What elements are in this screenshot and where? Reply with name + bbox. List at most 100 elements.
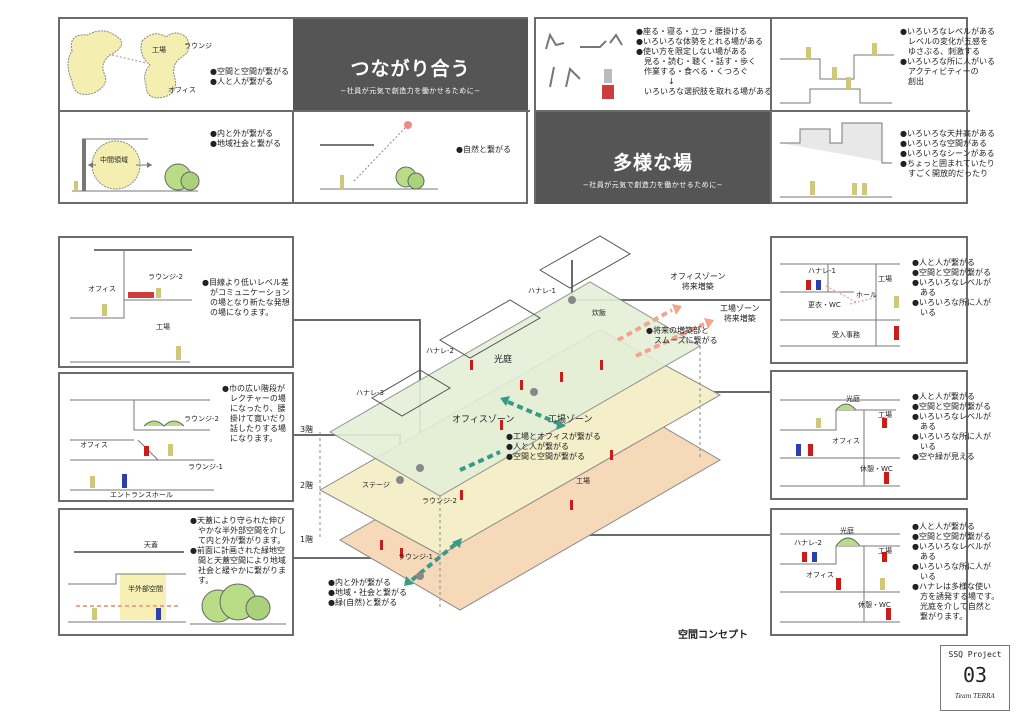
point: 間と天蓋空間により地域 — [190, 556, 286, 565]
note-line: 将来増築 — [723, 314, 756, 323]
note-line: 工場ゾーン — [720, 304, 760, 313]
point: ●空間と空間が繋がる — [912, 532, 991, 541]
axo-label-lounge2: ラウンジ-2 — [422, 497, 457, 505]
point: ●ちょっと囲まれていたり — [900, 159, 995, 168]
point: ●空間と空間が繋がる — [912, 402, 991, 411]
connect-arrowhead — [452, 538, 462, 548]
section-label: 工場 — [878, 547, 892, 555]
note-line: オフィスゾーン — [670, 272, 726, 281]
person — [400, 548, 403, 558]
point: ●いろいろなシーンがある — [900, 149, 995, 158]
team-name: Team TERRA — [954, 693, 995, 700]
future-factory-arrow — [635, 322, 705, 358]
note-line: ●将来の増築部と — [646, 326, 709, 335]
axo-label-hanare2: ハナレ-2 — [426, 347, 454, 355]
section-label: ホール — [856, 291, 877, 299]
concept-board-diverse: ●座る・寝る・立つ・腰掛ける ●いろいろな体勢をとれる場がある ●使い方を限定し… — [534, 17, 995, 204]
note-line: 将来増築 — [681, 282, 714, 291]
axo-label-hanare1: ハナレ-1 — [528, 287, 556, 295]
point: ある — [912, 552, 936, 561]
right-panel-2-points: ●人と人が繋がる ●空間と空間が繋がる ●いろいろなレベルが ある ●いろいろな… — [912, 392, 991, 462]
section-label: オフィス — [88, 285, 116, 293]
diagram-caption: 空間コンセプト — [678, 630, 748, 641]
section-label: 光庭 — [840, 527, 854, 535]
note-line: スムーズに繋がる — [646, 336, 718, 345]
section-label: オフィス — [80, 441, 108, 449]
point: ●いろいろなレベルが — [912, 542, 991, 551]
diverse-cell1-points: ●座る・寝る・立つ・腰掛ける ●いろいろな体勢をとれる場がある ●使い方を限定し… — [636, 27, 772, 97]
left-panel-3-points: ●天蓋により守られた伸び やかな半外部空間を介し て内と外が繋がります。 ●前面… — [190, 516, 286, 586]
connector-dot — [568, 296, 576, 304]
point: 創出 — [900, 77, 924, 86]
section-sketch — [68, 551, 186, 623]
person — [600, 360, 603, 370]
section-label: 工場 — [878, 411, 892, 419]
point: レクチャーの場 — [222, 394, 286, 403]
future-office-arrow — [617, 308, 673, 342]
point: ●空間と空間が繋がる — [912, 268, 991, 277]
section-label: ハナレ-1 — [808, 267, 836, 275]
point: 光庭を介して自然と — [912, 602, 992, 611]
point: ●いろいろな所に人が — [912, 562, 991, 571]
sheet-number: 03 — [962, 663, 988, 687]
section-label: ラウンジ-2 — [184, 415, 219, 423]
section-sketch — [70, 399, 214, 491]
point: 掛けて寛いだり — [222, 414, 286, 423]
point: いろいろな選択肢を取れる場がある — [636, 87, 772, 96]
point: ●巾の広い階段が — [222, 384, 285, 393]
section-label: 工場 — [156, 323, 170, 331]
section-label: ハナレ-2 — [794, 539, 822, 547]
point: ●使い方を限定しない場がある — [636, 47, 747, 56]
point: ●いろいろな天井高がある — [900, 129, 995, 138]
point: 話したりする場 — [222, 424, 286, 433]
point: ●いろいろな体勢をとれる場がある — [636, 37, 763, 46]
point: ●自然と繋がる — [456, 145, 511, 154]
point: ●前面に計画された緑地空 — [190, 546, 285, 555]
point: ●いろいろな空間がある — [900, 139, 987, 148]
point: ●いろいろな所に人が — [912, 298, 991, 307]
sketch-label-lounge: ラウンジ — [184, 42, 212, 50]
connect-arrowhead — [556, 420, 566, 430]
hanare-1-box — [539, 235, 631, 289]
section-label: 天蓋 — [144, 541, 158, 549]
point: アクティビティーの — [900, 67, 979, 76]
bottom-points: ●内と外が繋がる ●地域・社会と繋がる ●緑(自然)と繋がる — [328, 578, 407, 608]
tree-sketch — [190, 583, 286, 625]
right-panel-3-points: ●人と人が繋がる ●空間と空間が繋がる ●いろいろなレベルが ある ●いろいろな… — [912, 522, 999, 622]
point: レベルの変化が五感を — [900, 37, 988, 46]
point: ●いろいろな所に人が — [912, 432, 991, 441]
point: になったり、腰 — [222, 404, 286, 413]
section-sketch — [780, 399, 900, 487]
section-label: 休憩・WC — [860, 465, 893, 473]
floor-label-1: 1階 — [300, 535, 314, 544]
section-label: 休憩・WC — [858, 601, 891, 609]
diverse-cell2-points: ●いろいろなレベルがある レベルの変化が五感を ゆさぶる、刺激する ●いろいろな… — [900, 27, 995, 87]
point: ●目線より低いレベル差 — [202, 278, 289, 287]
nature-sketch — [320, 121, 438, 190]
connector-dot — [530, 388, 538, 396]
point: ●いろいろな所に人がいる — [900, 57, 995, 66]
hanare-3-box — [371, 369, 451, 417]
connect-arrow — [459, 450, 501, 472]
section-label: 半外部空間 — [128, 585, 163, 593]
point: ●人と人が繋がる — [912, 392, 975, 401]
point: 見る・読む・聴く・話す・歩く — [636, 57, 756, 66]
connect-blob-sketch — [67, 30, 190, 99]
divider — [60, 110, 530, 112]
left-section-panel-2: ラウンジ-2 オフィス ラウンジ-1 エントランスホール ●巾の広い階段が レク… — [58, 372, 294, 502]
point: ●空や緑が見える — [912, 452, 975, 461]
point: ●内と外が繋がる — [210, 129, 273, 138]
point: ●いろいろなレベルがある — [900, 27, 995, 36]
left-section-panel-1: オフィス ラウンジ-2 工場 ●目線より低いレベル差 がコミュニケーション の場… — [58, 236, 294, 368]
point: いる — [912, 572, 936, 581]
connect-arrowhead — [500, 396, 510, 406]
divider — [292, 110, 294, 204]
axo-label-hanare3: ハナレ-3 — [356, 389, 384, 397]
point: ●人と人が繋がる — [912, 258, 975, 267]
connect-cell3-points: ●自然と繋がる — [456, 145, 511, 155]
ceiling-sketch — [780, 122, 892, 198]
point: いる — [912, 442, 936, 451]
section-sketch — [780, 533, 900, 623]
title-connect: つながり合う — [350, 58, 471, 80]
point: ●天蓋により守られた伸び — [190, 516, 285, 525]
